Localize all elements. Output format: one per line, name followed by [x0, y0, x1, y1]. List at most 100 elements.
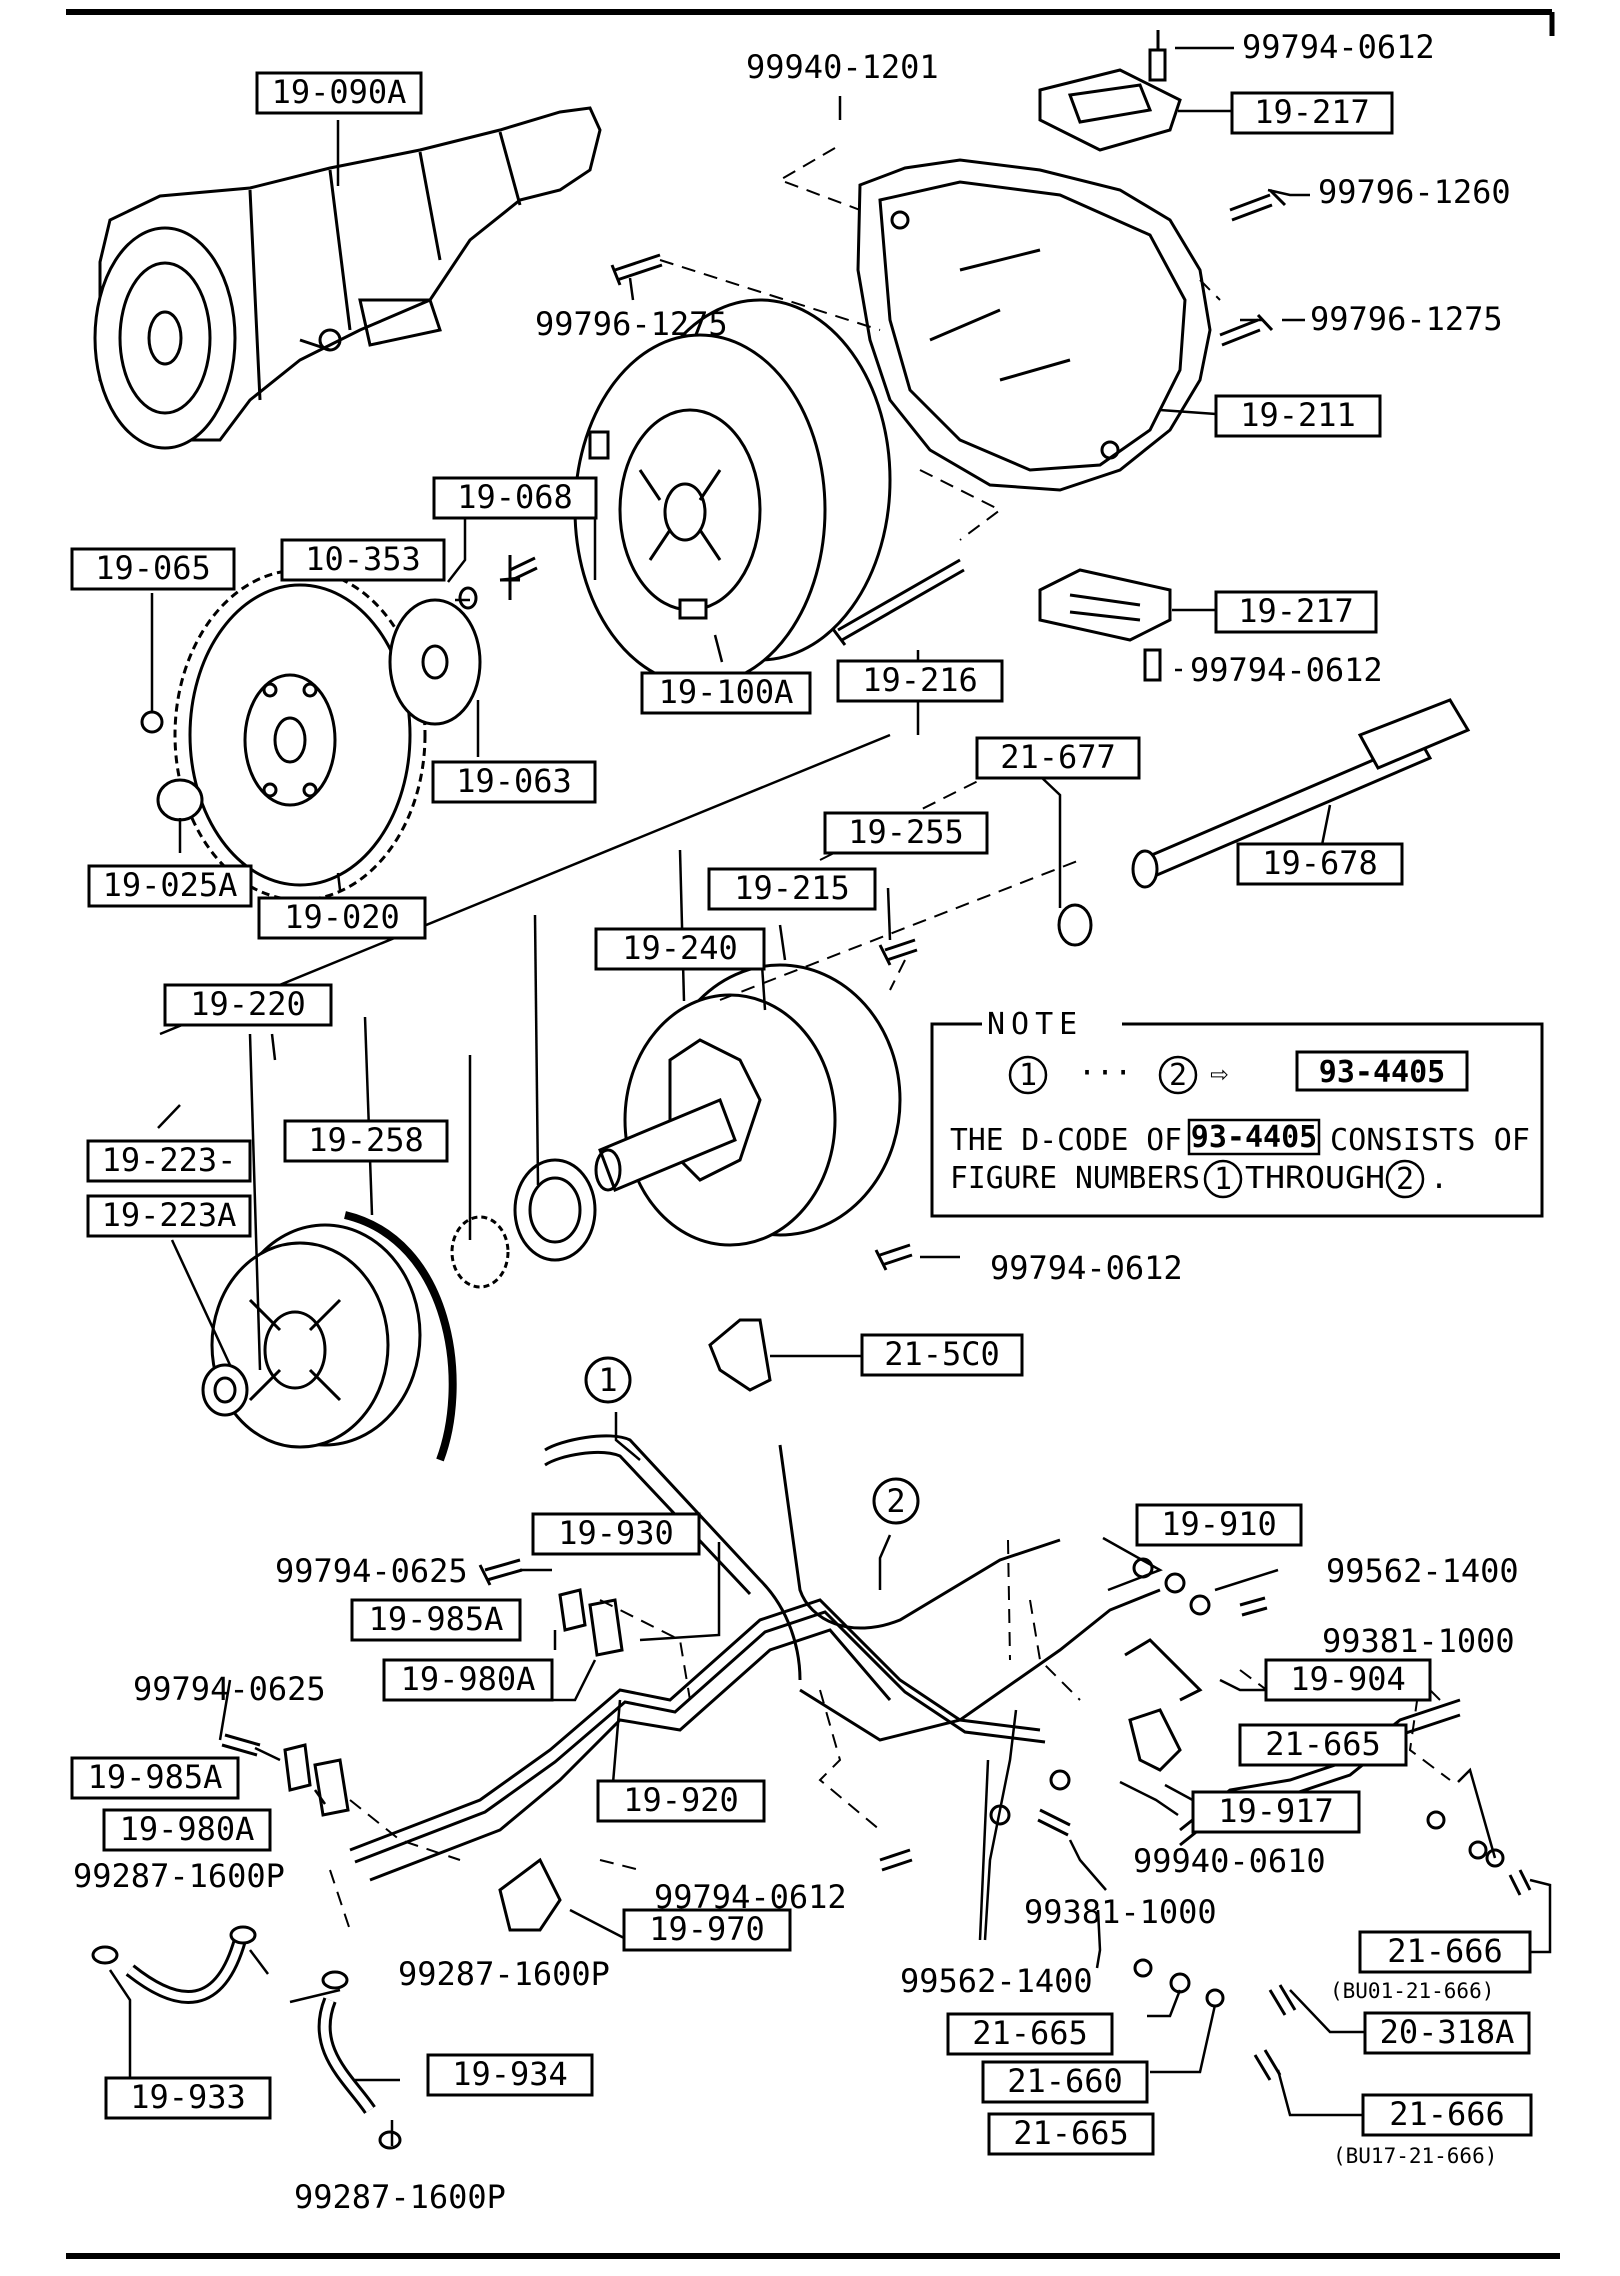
part-label: 19-933 [130, 2078, 246, 2116]
part-label: 19-217 [1254, 93, 1370, 131]
label-box-21-660: 21-660 [981, 2060, 1149, 2104]
part-number: 99562-1400 [900, 1962, 1093, 2000]
label-box-19-258: 19-258 [283, 1119, 449, 1163]
part-label: 21-665 [1265, 1725, 1381, 1763]
part-number: 99796-1275 [535, 305, 728, 343]
label-box-19-980a-lower: 19-980A [102, 1808, 272, 1852]
note-inline-code: 93-4405 [1191, 1120, 1317, 1155]
part-label: 21-665 [1013, 2114, 1129, 2152]
label-box-21-665-bottom: 21-665 [987, 2112, 1155, 2156]
part-label: 19-934 [452, 2055, 568, 2093]
part-label: 21-666 [1389, 2095, 1505, 2133]
part-code-note: (BU01-21-666) [1330, 1979, 1494, 2003]
note-marker-to: 2 [1169, 1058, 1187, 1093]
pump-cover-drawing [201, 1211, 457, 1462]
part-number: 99940-1201 [746, 48, 939, 86]
part-label: 19-985A [369, 1600, 504, 1638]
part-number: 99796-1260 [1318, 173, 1511, 211]
part-number: 99794-0612 [1190, 651, 1383, 689]
label-box-19-223: 19-223- [86, 1139, 252, 1183]
figure-marker-1: 1 [584, 1356, 632, 1404]
label-box-19-917: 19-917 [1191, 1790, 1361, 1834]
label-box-19-217-upper: 19-217 [1230, 91, 1394, 135]
part-label: 19-223A [102, 1196, 237, 1234]
label-box-21-665-top: 21-665 [1238, 1723, 1408, 1767]
label-box-19-930: 19-930 [531, 1512, 701, 1556]
note-marker-from: 1 [1019, 1058, 1037, 1093]
note-line2-marker-to: 2 [1396, 1162, 1414, 1197]
label-box-21-666-upper: 21-666 [1358, 1930, 1532, 1974]
part-label: 19-930 [558, 1514, 674, 1552]
outer-gear-drawing [513, 1158, 597, 1262]
clamp-lower-drawing [283, 1743, 312, 1792]
part-label: 19-090A [272, 73, 407, 111]
note-line2-end: . [1430, 1161, 1448, 1196]
nut-drawing [140, 710, 164, 734]
label-box-19-678: 19-678 [1236, 842, 1404, 886]
label-box-21-666-lower: 21-666 [1361, 2093, 1533, 2137]
label-box-19-020: 19-020 [257, 896, 427, 940]
label-box-19-217-lower: 19-217 [1214, 590, 1378, 634]
inner-gear-drawing [450, 1215, 510, 1289]
part-label: 19-215 [734, 869, 850, 907]
part-label: 21-5C0 [884, 1335, 1000, 1373]
leader-lines [329, 147, 1451, 1931]
part-label: 19-216 [862, 661, 978, 699]
label-box-19-100a: 19-100A [640, 671, 812, 715]
part-label: 19-020 [284, 898, 400, 936]
part-label: 19-025A [103, 866, 238, 904]
converter-housing-drawing [856, 158, 1212, 492]
part-label: 19-223- [102, 1141, 237, 1179]
part-label: 19-970 [649, 1910, 765, 1948]
label-box-19-985a-upper: 19-985A [350, 1598, 522, 1642]
note-box: NOTE 1 ··· 2 ⇨ 93-4405 THE D-CODE OF 93-… [930, 1007, 1544, 1218]
part-number: 99381-1000 [1322, 1622, 1515, 1660]
svg-text:1: 1 [598, 1361, 617, 1399]
part-number: 99562-1400 [1326, 1552, 1519, 1590]
torque-converter-drawing [573, 298, 892, 687]
label-box-19-255: 19-255 [823, 811, 989, 855]
hose-933-drawing [125, 1938, 247, 2004]
label-box-19-068: 19-068 [432, 476, 598, 520]
part-label: 19-678 [1262, 844, 1378, 882]
label-box-19-910: 19-910 [1135, 1503, 1303, 1547]
label-box-21-677: 21-677 [975, 736, 1141, 780]
label-box-20-318a: 20-318A [1363, 2011, 1531, 2055]
pipe-bracket-drawing [708, 1318, 772, 1392]
part-number: 99796-1275 [1310, 300, 1503, 338]
part-label: 21-677 [1000, 738, 1116, 776]
part-number: 99940-0610 [1133, 1842, 1326, 1880]
figure-marker-2: 2 [872, 1477, 920, 1525]
label-box-19-063: 19-063 [431, 760, 597, 804]
part-label: 20-318A [1380, 2013, 1515, 2051]
label-box-19-216: 19-216 [836, 659, 1004, 703]
part-label: 19-980A [120, 1810, 255, 1848]
note-title: NOTE [987, 1007, 1083, 1042]
part-label: 19-980A [401, 1660, 536, 1698]
note-line1-prefix: THE D-CODE OF [950, 1123, 1182, 1158]
note-line2-prefix: FIGURE NUMBERS [950, 1161, 1200, 1196]
bracket-917-drawing [1128, 1708, 1182, 1772]
part-label: 19-100A [659, 673, 794, 711]
part-code-note: (BU17-21-666) [1333, 2144, 1497, 2168]
part-number: 99381-1000 [1024, 1893, 1217, 1931]
part-label: 19-063 [456, 762, 572, 800]
part-label: 21-660 [1007, 2062, 1123, 2100]
part-label: 21-666 [1387, 1932, 1503, 1970]
note-line2-through: THROUGH [1245, 1161, 1385, 1196]
part-label: 19-920 [623, 1781, 739, 1819]
note-line2-marker-from: 1 [1214, 1162, 1232, 1197]
part-label: 19-211 [1240, 396, 1356, 434]
part-label: 19-217 [1238, 592, 1354, 630]
transmission-assembly-drawing [93, 106, 602, 450]
bolts-drawing [221, 30, 1532, 2081]
bracket-upper-drawing [1038, 68, 1182, 152]
label-box-19-980a-upper: 19-980A [382, 1658, 554, 1702]
bearing-drawing [156, 778, 204, 822]
label-box-19-065: 19-065 [70, 547, 236, 591]
part-number: 99287-1600P [294, 2178, 506, 2216]
label-box-10-353: 10-353 [280, 538, 446, 582]
label-box-19-211: 19-211 [1214, 394, 1382, 438]
input-shaft-drawing [1057, 698, 1471, 947]
clamp-upper-drawing [558, 1588, 587, 1632]
